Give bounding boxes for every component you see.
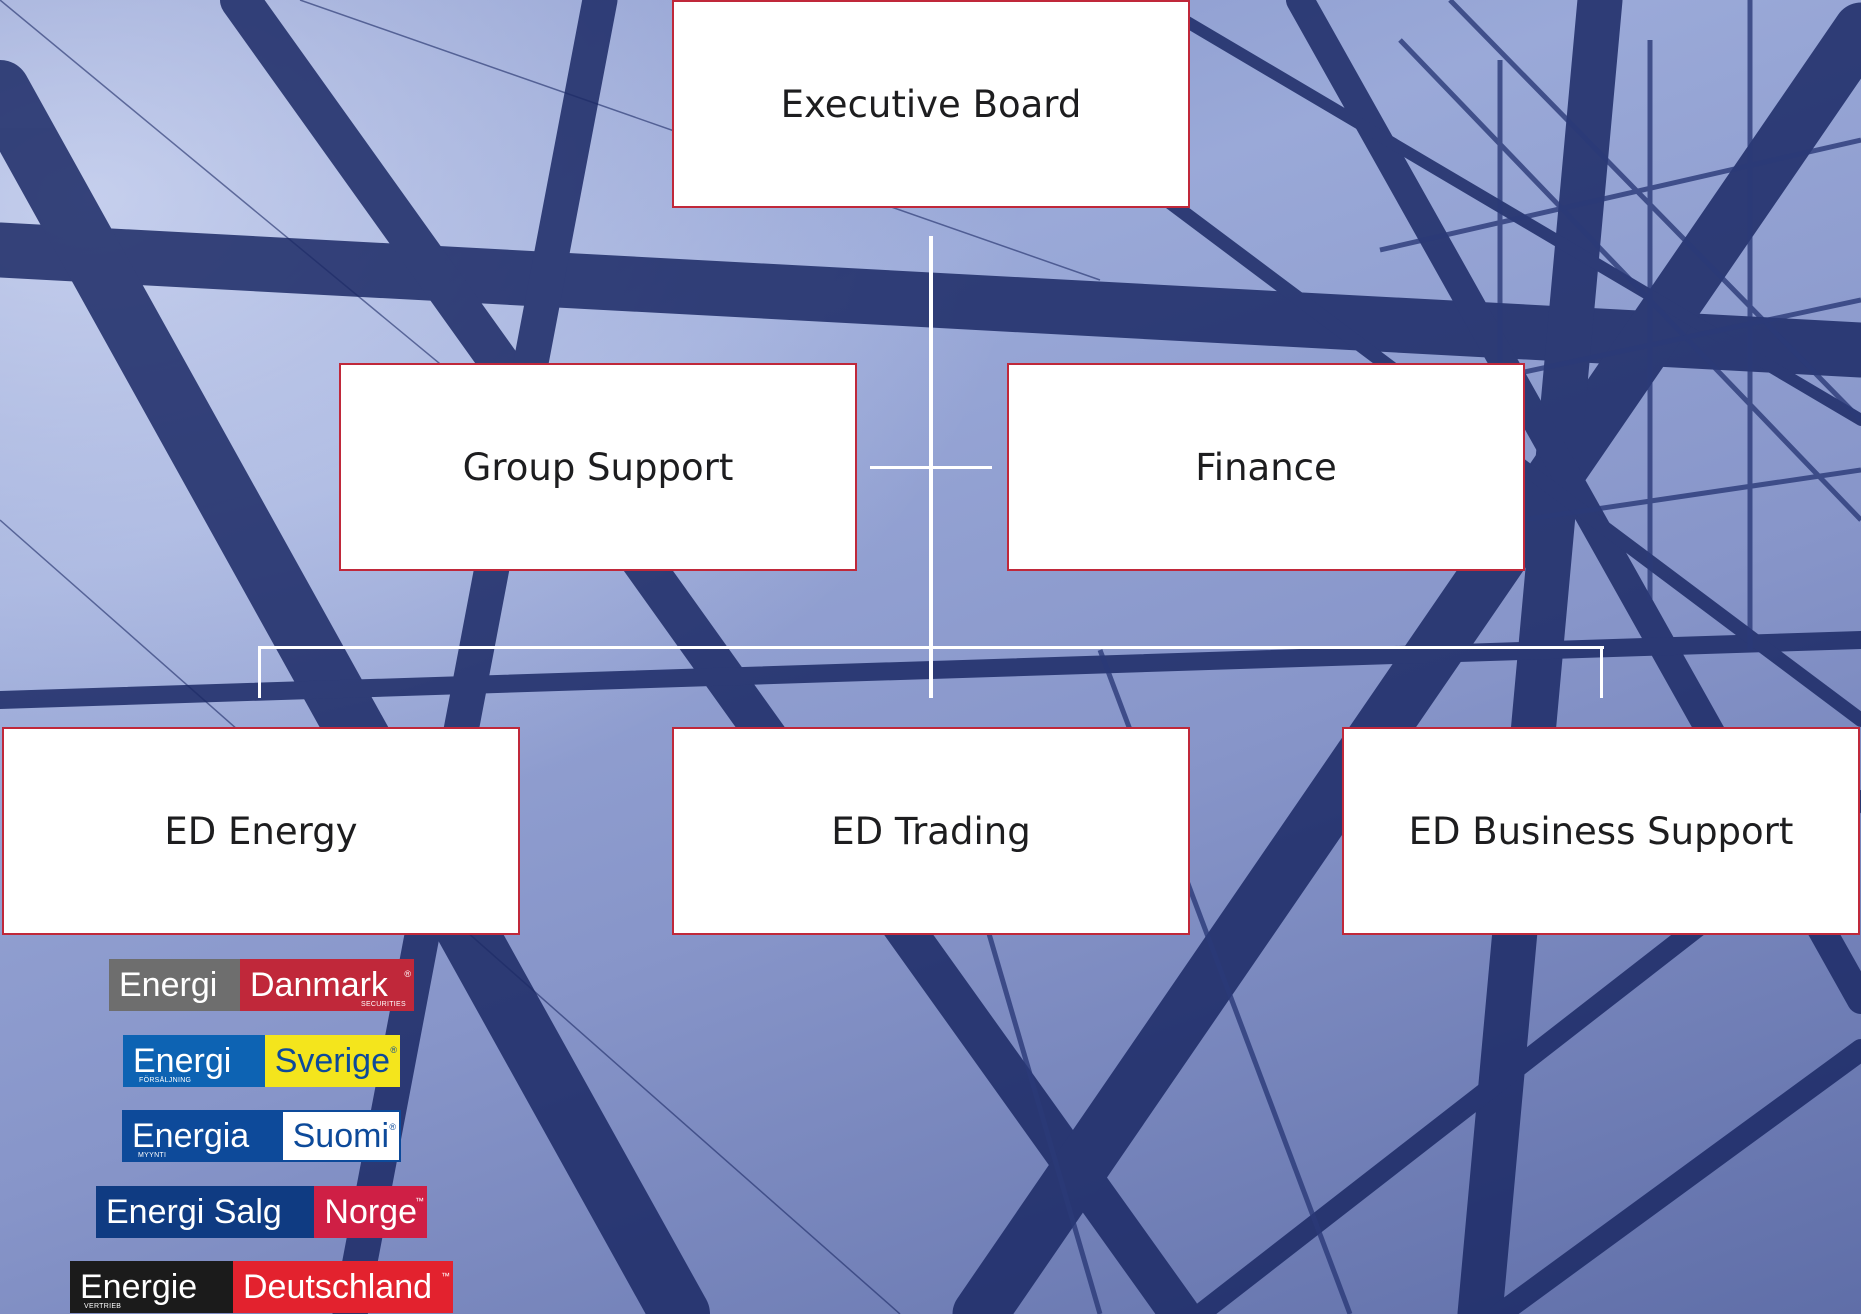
group-support-label: Group Support xyxy=(462,445,734,489)
logo-left-text: Energi xyxy=(133,1041,232,1080)
logo-left-part: Energi xyxy=(109,959,240,1011)
energia-suomi-logo: Energia MYYNTI Suomi ® xyxy=(122,1110,401,1162)
logo-subtext: MYYNTI xyxy=(138,1152,167,1159)
logo-right-part: Deutschland ™ xyxy=(233,1261,453,1313)
ed-energy-box: ED Energy xyxy=(2,727,520,935)
logo-mark: ® xyxy=(390,1045,397,1055)
ed-trading-label: ED Trading xyxy=(831,809,1031,853)
logo-left-text: Energi Salg xyxy=(106,1192,282,1231)
finance-box: Finance xyxy=(1007,363,1525,571)
logo-right-text: Norge xyxy=(324,1192,417,1231)
logo-left-part: Energia MYYNTI xyxy=(122,1110,281,1162)
executive-board-label: Executive Board xyxy=(780,82,1082,126)
logo-subtext: FÖRSÄLJNING xyxy=(139,1077,192,1084)
connector-drop-ed-energy xyxy=(258,646,261,698)
energie-deutschland-logo: Energie VERTRIEB Deutschland ™ xyxy=(70,1261,453,1313)
logo-right-text: Danmark xyxy=(250,965,388,1004)
ed-energy-label: ED Energy xyxy=(164,809,358,853)
logo-right-part: Suomi ® xyxy=(280,1110,401,1162)
group-support-box: Group Support xyxy=(339,363,857,571)
energi-sverige-logo: Energi FÖRSÄLJNING Sverige ® xyxy=(123,1035,400,1087)
connector-staff-branch xyxy=(870,466,992,469)
finance-label: Finance xyxy=(1195,445,1337,489)
logo-left-part: Energie VERTRIEB xyxy=(70,1261,233,1313)
logo-right-part: Sverige ® xyxy=(264,1035,400,1087)
ed-business-support-box: ED Business Support xyxy=(1342,727,1860,935)
logo-right-text: Sverige xyxy=(274,1041,390,1080)
logo-subtext: SECURITIES xyxy=(360,1001,406,1008)
logo-right-text: Deutschland xyxy=(243,1267,433,1306)
connector-drop-ed-business-support xyxy=(1600,646,1603,698)
connector-division-bar xyxy=(258,646,1604,649)
executive-board-box: Executive Board xyxy=(672,0,1190,208)
logo-left-part: Energi Salg xyxy=(96,1186,315,1238)
logo-mark: ® xyxy=(389,1122,396,1132)
logo-mark: ™ xyxy=(415,1196,424,1206)
logo-left-text: Energi xyxy=(119,965,218,1004)
energi-danmark-logo: Energi Danmark ® SECURITIES xyxy=(109,959,414,1011)
logo-right-text: Suomi xyxy=(292,1116,389,1155)
ed-trading-box: ED Trading xyxy=(672,727,1190,935)
logo-right-part: Norge ™ xyxy=(314,1186,427,1238)
ed-business-support-label: ED Business Support xyxy=(1408,809,1794,853)
energi-salg-norge-logo: Energi Salg Norge ™ xyxy=(96,1186,427,1238)
logo-subtext: VERTRIEB xyxy=(84,1303,122,1310)
logo-right-part: Danmark ® SECURITIES xyxy=(240,959,414,1011)
logo-left-text: Energia xyxy=(132,1116,250,1155)
logo-left-part: Energi FÖRSÄLJNING xyxy=(123,1035,265,1087)
logo-left-text: Energie xyxy=(80,1267,198,1306)
logo-mark: ™ xyxy=(441,1271,450,1281)
logo-mark: ® xyxy=(404,969,411,979)
